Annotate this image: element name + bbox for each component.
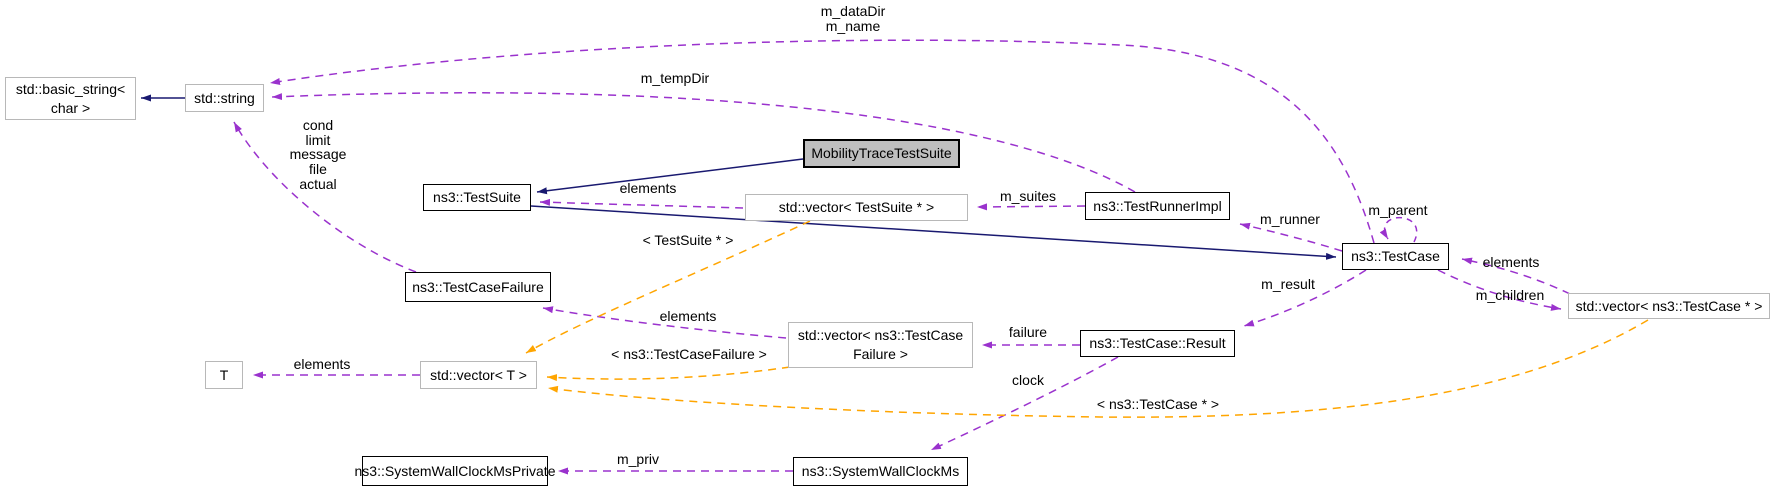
node-ns3-test-case[interactable]: ns3::TestCase [1342, 243, 1449, 270]
edge-label-m-parent: m_parent [1368, 202, 1428, 218]
node-ns3-system-wall-clock-ms[interactable]: ns3::SystemWallClockMs [793, 457, 968, 486]
node-t: T [205, 361, 243, 389]
node-vector-test-case: std::vector< ns3::TestCase * > [1568, 293, 1770, 319]
edge-inherit-mobility-testsuite [536, 158, 804, 195]
edge-m-suites [976, 203, 1086, 211]
edge-m-tempdir [271, 92, 1136, 193]
edge-label-elements-t: elements [293, 356, 351, 372]
node-vector-test-case-failure: std::vector< ns3::TestCase Failure > [788, 322, 973, 368]
edge-label-clock: clock [1012, 372, 1044, 388]
edge-label-m-datadir-m-name: m_dataDir m_name [820, 3, 886, 34]
node-vector-test-suite: std::vector< TestSuite * > [745, 194, 968, 221]
edge-inherit-testsuite-testcase [530, 205, 1337, 260]
edge-label-m-children: m_children [1475, 287, 1545, 303]
node-std-basic-string: std::basic_string< char > [5, 77, 136, 120]
edge-clock [930, 356, 1119, 451]
node-ns3-test-case-result[interactable]: ns3::TestCase::Result [1080, 330, 1235, 357]
edge-label-cond-limit-message-file-actual: cond limit message file actual [289, 117, 347, 192]
node-ns3-test-runner-impl[interactable]: ns3::TestRunnerImpl [1085, 192, 1230, 220]
node-ns3-test-case-failure[interactable]: ns3::TestCaseFailure [405, 272, 551, 302]
edge-label-m-priv: m_priv [616, 451, 659, 467]
edge-elements-vecfailure-testcasefailure [542, 306, 787, 339]
edge-label-template-test-suite: < TestSuite * > [642, 232, 734, 248]
edge-template-vectestcase-vect [547, 319, 1649, 418]
edge-label-failure: failure [1008, 324, 1048, 340]
edge-template-vecfailure-vect [546, 366, 791, 382]
node-mobility-trace-test-suite: MobilityTraceTestSuite [803, 139, 960, 168]
edge-label-m-tempdir: m_tempDir [640, 70, 710, 86]
edge-label-elements-failures: elements [659, 308, 717, 324]
edge-m-runner [1239, 222, 1343, 252]
edge-m-result [1243, 269, 1367, 327]
edge-m-children [1437, 269, 1562, 311]
edge-cond-limit-message-file-actual [233, 121, 417, 273]
edge-label-elements-children: elements [1482, 254, 1540, 270]
node-vector-t: std::vector< T > [420, 361, 537, 389]
node-ns3-system-wall-clock-ms-private[interactable]: ns3::SystemWallClockMsPrivate [355, 456, 556, 486]
edge-label-template-test-case: < ns3::TestCase * > [1096, 396, 1220, 412]
edge-elements-vectestsuite-testsuite [539, 198, 744, 209]
edge-label-m-result: m_result [1261, 276, 1315, 292]
edge-template-vectestsuite-vect [525, 220, 811, 354]
edge-elements-vectestcase-testcase [1461, 257, 1571, 295]
edge-label-template-test-case-failure: < ns3::TestCaseFailure > [611, 346, 767, 362]
edge-label-m-suites: m_suites [999, 188, 1057, 204]
node-ns3-test-suite[interactable]: ns3::TestSuite [423, 184, 531, 211]
node-std-string: std::string [185, 84, 264, 112]
edge-label-elements-suites: elements [619, 180, 677, 196]
edge-m-parent-selfloop [1379, 216, 1418, 243]
edge-label-m-runner: m_runner [1260, 211, 1320, 227]
